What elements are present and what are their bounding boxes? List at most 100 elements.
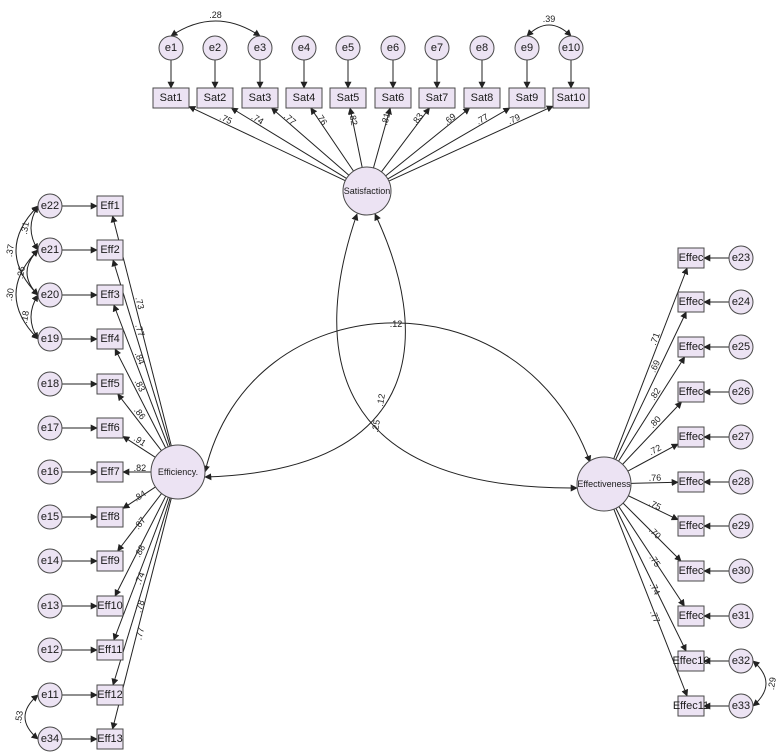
indicator-effec-1-shape [677, 247, 705, 269]
covariance-e21-e19-label: .30 [4, 287, 16, 301]
latent-satisfaction-shape [342, 166, 392, 216]
indicator-eff5: Eff5 [96, 373, 124, 395]
loading-label-effec-11: .77 [648, 609, 662, 624]
covariance-e20-e19 [30, 294, 39, 340]
error-e8-label: e8 [476, 42, 488, 54]
covariance-e32-e33 [752, 660, 767, 707]
indicator-effec-5-shape [677, 426, 705, 448]
error-e10-label: e10 [562, 42, 580, 54]
error-e17: e17 [37, 415, 63, 441]
error-e24-label: e24 [732, 296, 750, 308]
error-e23-shape [728, 245, 754, 271]
indicator-sat9: Sat9 [508, 87, 546, 109]
error-e28-label: e28 [732, 476, 750, 488]
indicator-sat6-label: Sat6 [382, 92, 405, 104]
error-e23: e23 [728, 245, 754, 271]
error-e22: e22 [37, 193, 63, 219]
loading-label-eff6: .91 [132, 433, 148, 448]
covariance-e9-e10-label: .39 [543, 14, 556, 24]
loading-path-sat6 [372, 107, 392, 169]
indicator-eff3-shape [96, 284, 124, 306]
indicator-eff2-label: Eff2 [100, 244, 119, 256]
error-e20-label: e20 [41, 289, 59, 301]
loading-path-effec10-10 [615, 508, 687, 652]
error-e25-shape [728, 334, 754, 360]
error-e23-label: e23 [732, 252, 750, 264]
loading-path-effec-1 [613, 267, 689, 459]
loading-path-effec-5 [627, 443, 679, 472]
error-e26-label: e26 [732, 386, 750, 398]
indicator-sat2-label: Sat2 [204, 92, 227, 104]
error-e16-label: e16 [41, 466, 59, 478]
indicator-eff10-label: Eff10 [97, 600, 123, 612]
loading-path-sat5 [347, 107, 363, 168]
covariance-e1-e3 [170, 20, 261, 37]
error-e30-label: e30 [732, 565, 750, 577]
indicator-eff10: Eff10 [96, 595, 124, 617]
error-e16-shape [37, 459, 63, 485]
indicator-effec-1-label: Effec [679, 252, 704, 264]
indicator-eff8-shape [96, 506, 124, 528]
error-e1-label: e1 [165, 42, 177, 54]
loading-label-eff7: .82 [134, 463, 147, 473]
error-e10: e10 [558, 35, 584, 61]
indicator-eff12: Eff12 [96, 684, 124, 706]
indicator-eff7-shape [96, 461, 124, 483]
loading-path-effec11-11 [613, 508, 689, 697]
loading-label-eff12: .78 [133, 599, 146, 614]
indicator-eff13-shape [96, 728, 124, 750]
error-e25: e25 [728, 334, 754, 360]
latent-effectiveness-label: Effectiveness [577, 479, 631, 489]
error-e22-label: e22 [41, 200, 59, 212]
loading-path-effec-4 [622, 401, 683, 465]
covariance-e11-e34 [24, 694, 39, 740]
indicator-effec-5-label: Effec [679, 431, 704, 443]
indicator-sat6: Sat6 [374, 87, 412, 109]
error-e29-shape [728, 513, 754, 539]
error-e29-label: e29 [732, 520, 750, 532]
indicator-sat5-shape [329, 87, 367, 109]
loading-path-sat9 [387, 107, 511, 180]
error-e14-label: e14 [41, 555, 59, 567]
indicator-sat9-shape [508, 87, 546, 109]
indicator-eff8: Eff8 [96, 506, 124, 528]
indicator-sat5: Sat5 [329, 87, 367, 109]
error-e13-shape [37, 593, 63, 619]
indicator-effec-2: Effec [677, 291, 705, 313]
indicator-effec-3-label: Effec [679, 341, 704, 353]
error-e34: e34 [37, 726, 63, 752]
indicator-eff4: Eff4 [96, 328, 124, 350]
covariance-efficiency-effectiveness [203, 322, 592, 473]
covariance-e9-e10 [526, 24, 572, 37]
indicator-sat3-shape [241, 87, 279, 109]
error-e6-label: e6 [387, 42, 399, 54]
error-e15-label: e15 [41, 511, 59, 523]
error-e8: e8 [469, 35, 495, 61]
loading-label-eff4: .83 [133, 378, 148, 394]
loading-path-eff8 [122, 486, 156, 509]
indicator-sat7: Sat7 [418, 87, 456, 109]
loading-label-eff2: .77 [133, 323, 146, 338]
indicator-effec-8-label: Effec [679, 565, 704, 577]
loading-label-effec-9: .75 [647, 553, 662, 569]
loading-label-sat8: .69 [442, 111, 458, 127]
indicator-sat9-label: Sat9 [516, 92, 539, 104]
error-e15: e15 [37, 504, 63, 530]
indicator-effec-8-shape [677, 560, 705, 582]
error-e19-shape [37, 326, 63, 352]
indicator-eff3-label: Eff3 [100, 289, 119, 301]
loading-label-eff10: .88 [133, 543, 148, 559]
indicator-eff5-label: Eff5 [100, 378, 119, 390]
indicator-eff12-label: Eff12 [97, 689, 123, 701]
loading-path-effec-9 [618, 506, 685, 607]
error-e7-shape [424, 35, 450, 61]
covariance-satisfaction-efficiency-label: .12 [375, 393, 387, 407]
covariance-e21-e19 [15, 249, 39, 340]
error-e7-label: e7 [431, 42, 443, 54]
error-e24: e24 [728, 289, 754, 315]
loading-path-eff4 [114, 348, 167, 449]
indicator-eff5-shape [96, 373, 124, 395]
loading-path-eff5 [117, 393, 162, 451]
loading-path-effec-3 [618, 356, 686, 462]
